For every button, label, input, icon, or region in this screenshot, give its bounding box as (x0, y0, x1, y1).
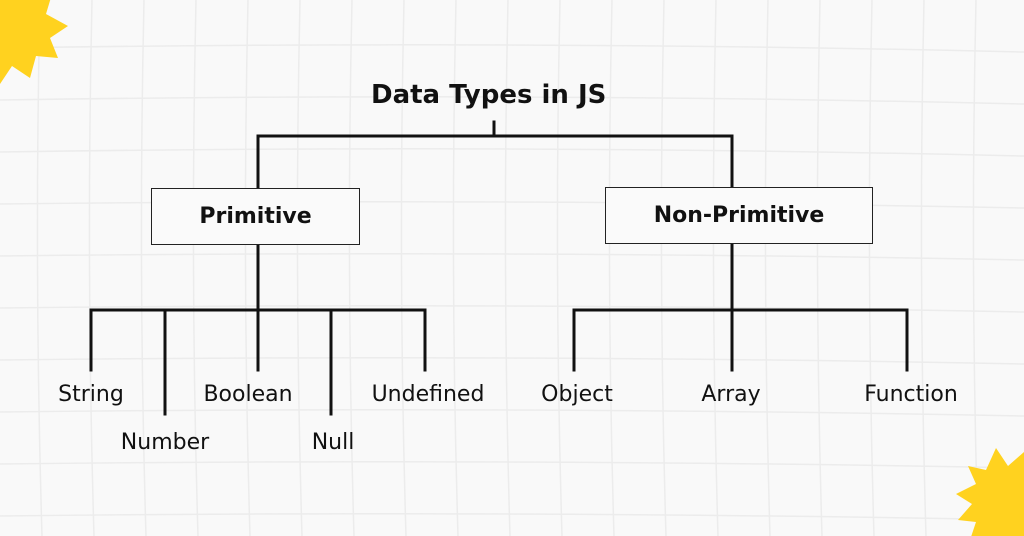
leaf-function: Function (864, 382, 958, 407)
bottom-right-burst-icon (956, 448, 1024, 536)
leaf-boolean: Boolean (203, 382, 293, 407)
leaf-object: Object (541, 382, 613, 407)
leaf-undefined: Undefined (371, 382, 485, 407)
leaf-array: Array (701, 382, 761, 407)
non-primitive-node: Non-Primitive (605, 187, 873, 244)
leaf-number: Number (120, 430, 210, 455)
leaf-null: Null (311, 430, 355, 455)
non-primitive-node-label: Non-Primitive (653, 203, 825, 228)
top-left-burst-icon (0, 0, 68, 84)
diagram-title: Data Types in JS (371, 80, 607, 110)
primitive-node-label: Primitive (199, 204, 312, 229)
primitive-node: Primitive (151, 188, 360, 245)
leaf-string: String (58, 382, 124, 407)
